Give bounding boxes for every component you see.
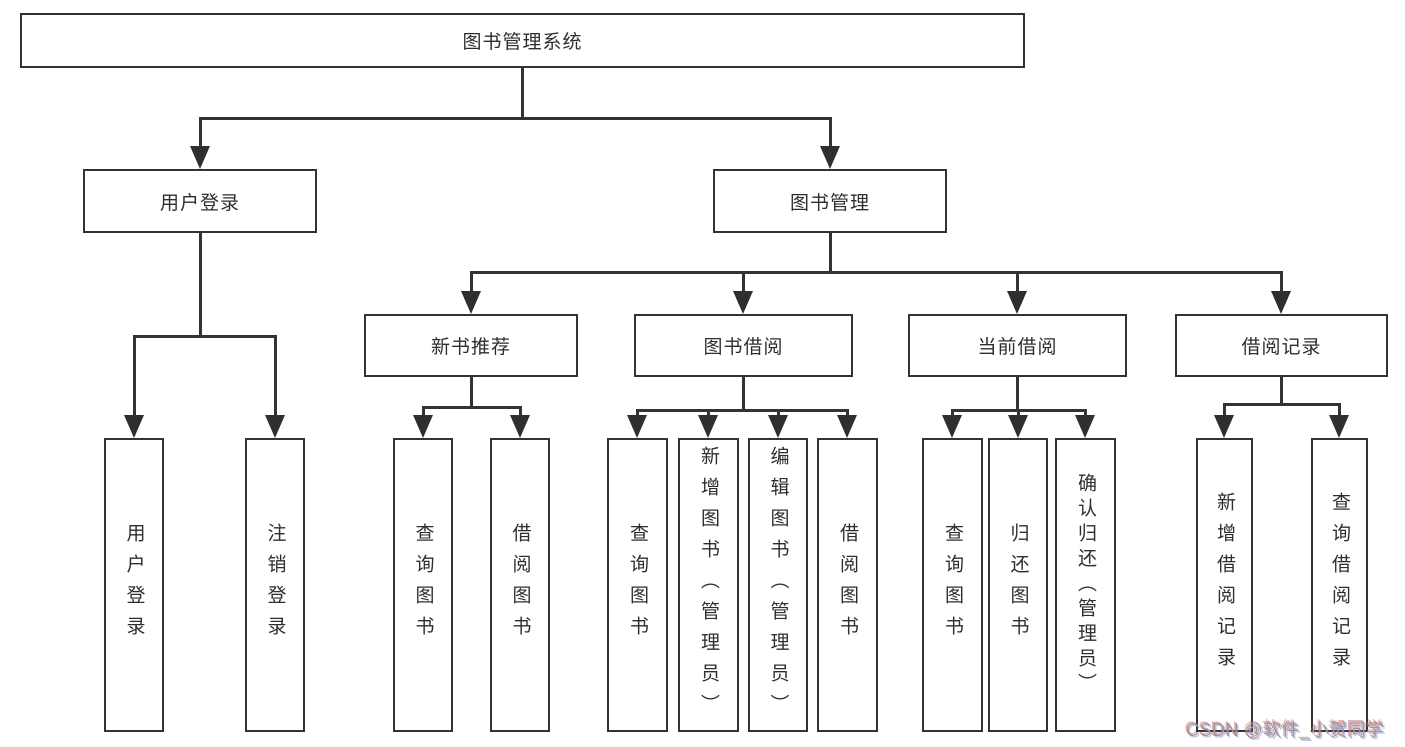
connector-new-book-stem bbox=[470, 377, 473, 409]
connector-current-borrow-stem bbox=[1016, 377, 1019, 412]
connector-book-management-stem bbox=[829, 233, 832, 273]
leaf-query-books-recommend: 查询图书 bbox=[393, 438, 453, 732]
node-book-management: 图书管理 bbox=[713, 169, 947, 233]
arrow-down-icon bbox=[942, 415, 962, 438]
connector-drop bbox=[951, 412, 954, 417]
connector-drop bbox=[422, 409, 425, 417]
connector-new-book-rail bbox=[422, 406, 522, 409]
leaf-user-login: 用户登录 bbox=[104, 438, 164, 732]
connector-drop-book-management bbox=[829, 120, 832, 148]
arrow-down-icon bbox=[1075, 415, 1095, 438]
connector-drop bbox=[519, 409, 522, 417]
csdn-watermark: CSDN @软件_小贺同学 bbox=[1186, 720, 1385, 740]
leaf-logout: 注销登录 bbox=[245, 438, 305, 732]
connector-root-stem bbox=[521, 68, 524, 120]
arrow-down-icon bbox=[1008, 415, 1028, 438]
connector-drop-book-borrow bbox=[742, 274, 745, 293]
connector-borrow-record-rail bbox=[1223, 403, 1341, 406]
leaf-confirm-return-admin: 确认归还（管理员） bbox=[1055, 438, 1116, 732]
connector-drop bbox=[1084, 412, 1087, 417]
connector-user-login-rail bbox=[133, 335, 277, 338]
arrow-down-icon bbox=[1329, 415, 1349, 438]
connector-drop bbox=[636, 412, 639, 417]
connector-drop-borrow-record bbox=[1280, 274, 1283, 293]
connector-book-borrow-stem bbox=[742, 377, 745, 412]
arrow-down-icon bbox=[413, 415, 433, 438]
leaf-borrow-books-borrowing: 借阅图书 bbox=[817, 438, 878, 732]
leaf-add-borrow-record: 新增借阅记录 bbox=[1196, 438, 1253, 732]
connector-borrow-record-stem bbox=[1280, 377, 1283, 406]
arrow-down-icon bbox=[510, 415, 530, 438]
arrow-down-icon bbox=[733, 291, 753, 314]
leaf-query-books-borrowing: 查询图书 bbox=[607, 438, 668, 732]
arrow-down-icon bbox=[1007, 291, 1027, 314]
arrow-down-icon bbox=[461, 291, 481, 314]
node-book-borrowing: 图书借阅 bbox=[634, 314, 853, 377]
connector-drop-leaf-logout bbox=[274, 338, 277, 416]
connector-drop bbox=[846, 412, 849, 417]
connector-drop bbox=[1223, 406, 1226, 417]
arrow-down-icon bbox=[190, 146, 210, 169]
node-new-book-recommend: 新书推荐 bbox=[364, 314, 578, 377]
arrow-down-icon bbox=[837, 415, 857, 438]
connector-level3-rail bbox=[470, 271, 1283, 274]
node-borrowing-records: 借阅记录 bbox=[1175, 314, 1388, 377]
connector-drop-user-login bbox=[199, 120, 202, 148]
leaf-edit-book-admin: 编辑图书（管理员） bbox=[748, 438, 808, 732]
connector-book-borrow-rail bbox=[636, 409, 849, 412]
node-current-borrowing: 当前借阅 bbox=[908, 314, 1127, 377]
leaf-query-borrow-record: 查询借阅记录 bbox=[1311, 438, 1368, 732]
leaf-query-books-current: 查询图书 bbox=[922, 438, 983, 732]
connector-drop-current-borrow bbox=[1016, 274, 1019, 293]
connector-drop bbox=[777, 412, 780, 417]
leaf-borrow-books-recommend: 借阅图书 bbox=[490, 438, 550, 732]
arrow-down-icon bbox=[820, 146, 840, 169]
connector-drop bbox=[707, 412, 710, 417]
leaf-add-book-admin: 新增图书（管理员） bbox=[678, 438, 739, 732]
arrow-down-icon bbox=[698, 415, 718, 438]
arrow-down-icon bbox=[124, 415, 144, 438]
connector-drop bbox=[1338, 406, 1341, 417]
connector-level2-rail bbox=[199, 117, 832, 120]
arrow-down-icon bbox=[768, 415, 788, 438]
arrow-down-icon bbox=[1271, 291, 1291, 314]
arrow-down-icon bbox=[1214, 415, 1234, 438]
arrow-down-icon bbox=[265, 415, 285, 438]
connector-current-borrow-rail bbox=[951, 409, 1087, 412]
connector-drop-new-book bbox=[470, 274, 473, 293]
node-root-library-system: 图书管理系统 bbox=[20, 13, 1025, 68]
connector-drop-leaf-login bbox=[133, 338, 136, 416]
connector-user-login-stem bbox=[199, 233, 202, 337]
node-user-login-group: 用户登录 bbox=[83, 169, 317, 233]
arrow-down-icon bbox=[627, 415, 647, 438]
connector-drop bbox=[1017, 412, 1020, 417]
leaf-return-book: 归还图书 bbox=[988, 438, 1048, 732]
